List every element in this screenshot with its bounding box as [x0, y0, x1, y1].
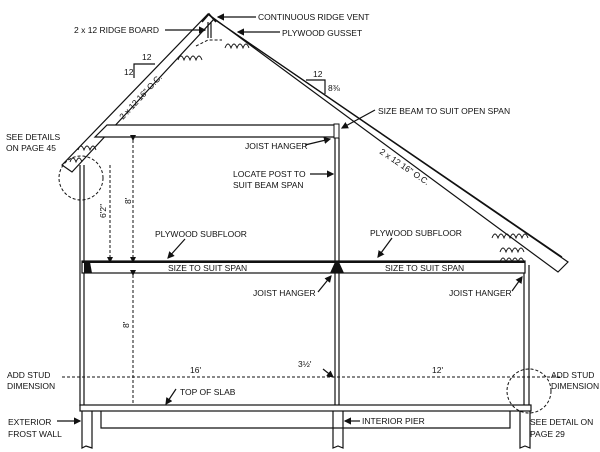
label-beam: SIZE BEAM TO SUIT OPEN SPAN [378, 106, 510, 116]
left-wall [79, 165, 85, 406]
dim-3-5: 3½' [298, 359, 312, 369]
label-span-left: SIZE TO SUIT SPAN [168, 263, 247, 273]
label-joist-hanger-mid: JOIST HANGER [253, 288, 316, 298]
label-add-stud-right-1: ADD STUD [551, 370, 594, 380]
insulation [69, 43, 529, 264]
label-frost-wall-1: EXTERIOR [8, 417, 51, 427]
label-subfloor-left: PLYWOOD SUBFLOOR [155, 229, 247, 239]
slab [79, 404, 532, 429]
dim-6-2: 6'2" [98, 204, 108, 218]
dim-8-lower: 8' [121, 321, 131, 328]
label-add-stud-left-1: ADD STUD [7, 370, 50, 380]
footings [81, 411, 531, 449]
label-see-detail-1: SEE DETAIL ON [530, 417, 593, 427]
floor-joists [81, 260, 526, 274]
label-gusset: PLYWOOD GUSSET [282, 28, 362, 38]
label-span-right: SIZE TO SUIT SPAN [385, 263, 464, 273]
pitch-right-run: 12 [313, 69, 323, 79]
ridge-vent [201, 12, 217, 38]
label-top-of-slab: TOP OF SLAB [180, 387, 236, 397]
dim-8-upper: 8' [123, 197, 133, 204]
upper-beam [93, 123, 340, 139]
right-wall [523, 265, 530, 406]
label-joist-hanger-upper: JOIST HANGER [245, 141, 308, 151]
label-see-details-2: ON PAGE 45 [6, 143, 56, 153]
pitch-right-rise: 8⅜ [328, 83, 341, 93]
dimension-lines [58, 135, 560, 414]
label-ridge-board: 2 x 12 RIDGE BOARD [74, 25, 159, 35]
label-subfloor-right: PLYWOOD SUBFLOOR [370, 228, 462, 238]
label-see-detail-2: PAGE 29 [530, 429, 565, 439]
pitch-left: 12 12 [124, 52, 155, 78]
pitch-left-run: 12 [142, 52, 152, 62]
label-ridge-vent: CONTINUOUS RIDGE VENT [258, 12, 369, 22]
dim-16: 16' [190, 365, 201, 375]
label-post-2: SUIT BEAM SPAN [233, 180, 304, 190]
pitch-left-rise: 12 [124, 67, 134, 77]
label-add-stud-left-2: DIMENSION [7, 381, 55, 391]
label-joist-hanger-right: JOIST HANGER [449, 288, 512, 298]
label-interior-pier: INTERIOR PIER [362, 416, 425, 426]
pitch-right: 12 8⅜ [306, 69, 341, 94]
rafter-left-label: 2 x 12 16" O.C. [117, 72, 164, 121]
label-see-details-1: SEE DETAILS [6, 132, 60, 142]
gusset [195, 39, 222, 47]
label-frost-wall-2: FROST WALL [8, 429, 62, 439]
label-add-stud-right-2: DIMENSION [551, 381, 599, 391]
label-post-1: LOCATE POST TO [233, 169, 306, 179]
dim-12: 12' [432, 365, 443, 375]
